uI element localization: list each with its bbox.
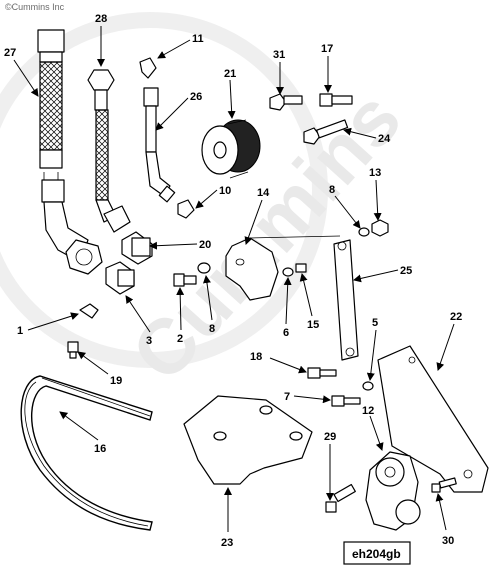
braided-hose-27 <box>37 29 103 275</box>
washer-8-right <box>358 227 370 237</box>
washer-8-left <box>197 262 211 274</box>
bolt-24 <box>303 119 349 145</box>
callout-11: 11 <box>192 33 204 45</box>
mounting-plate-22 <box>377 345 489 493</box>
callout-3: 3 <box>146 335 152 347</box>
callout-19: 19 <box>110 375 122 387</box>
tensioner-12 <box>365 451 421 531</box>
callout-8-right: 8 <box>329 184 335 196</box>
leader-lines <box>13 26 455 532</box>
braided-hose-28 <box>87 69 131 233</box>
callout-22: 22 <box>450 311 462 323</box>
clip-1 <box>79 303 99 319</box>
callout-30: 30 <box>442 535 454 547</box>
callout-5: 5 <box>372 317 378 329</box>
washer-6 <box>282 267 294 277</box>
hose-26 <box>139 57 176 203</box>
callout-14: 14 <box>257 187 270 199</box>
adapter-20 <box>121 231 153 265</box>
callout-24: 24 <box>378 133 391 145</box>
callout-18: 18 <box>250 351 262 363</box>
drive-belt-16 <box>20 375 153 531</box>
bolt-30 <box>431 477 457 493</box>
callout-15: 15 <box>307 319 319 331</box>
callout-26: 26 <box>190 91 202 103</box>
figure-code-box: eh204gb <box>343 541 411 565</box>
callout-12: 12 <box>362 405 374 417</box>
callout-21: 21 <box>224 68 236 80</box>
callout-2: 2 <box>177 333 183 345</box>
rod-25 <box>333 239 359 361</box>
nut-13 <box>371 219 389 237</box>
callout-1: 1 <box>17 325 23 337</box>
figure-code: eh204gb <box>352 547 401 561</box>
adapter-3 <box>105 261 135 295</box>
callout-13: 13 <box>369 167 381 179</box>
nut-15 <box>295 263 307 273</box>
callout-28: 28 <box>95 13 107 25</box>
callout-7: 7 <box>284 391 290 403</box>
callout-27: 27 <box>4 47 16 59</box>
washer-5 <box>362 381 374 391</box>
watermark-text: Cummins <box>114 74 417 397</box>
bolt-7 <box>331 395 361 407</box>
callout-20: 20 <box>199 239 211 251</box>
callout-23: 23 <box>221 537 233 549</box>
bolt-18 <box>307 367 337 379</box>
screw-19 <box>67 341 79 359</box>
callout-8-left: 8 <box>209 323 215 335</box>
callout-labels: 27 28 11 26 21 31 17 24 10 14 8 13 20 25… <box>4 13 462 549</box>
pulley-21 <box>201 119 261 179</box>
bolt-2 <box>173 273 197 287</box>
callout-29: 29 <box>324 431 336 443</box>
bracket-14 <box>225 235 341 301</box>
callout-10: 10 <box>219 185 231 197</box>
fitting-10 <box>177 199 195 219</box>
bolt-29 <box>325 483 356 513</box>
callout-31: 31 <box>273 49 285 61</box>
copyright-notice: ©Cummins Inc <box>5 2 65 12</box>
callout-17: 17 <box>321 43 333 55</box>
callout-25: 25 <box>400 265 412 277</box>
bracket-plate-23 <box>183 395 313 485</box>
callout-16: 16 <box>94 443 106 455</box>
callout-6: 6 <box>283 327 289 339</box>
bolt-17 <box>319 93 353 107</box>
